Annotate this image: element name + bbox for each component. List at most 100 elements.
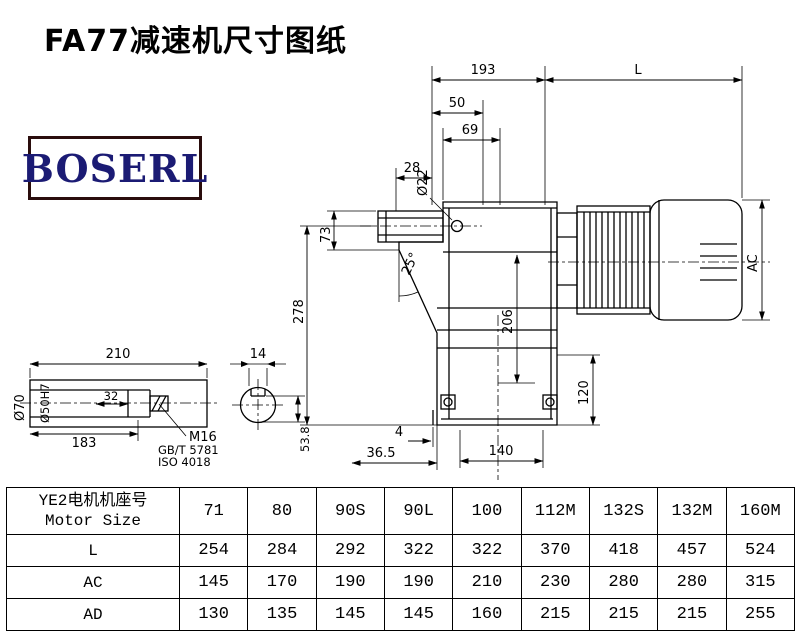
value-cell: 284: [247, 534, 317, 567]
size-col-90s: 90S: [315, 487, 385, 535]
dimension-L: L: [544, 63, 743, 198]
dim-dia70-label: Ø70: [13, 394, 28, 421]
boserl-logo-text: BOSERL: [21, 145, 209, 191]
size-col-160m: 160M: [725, 487, 796, 535]
motor-size-header-cn: YE2电机机座号: [38, 492, 148, 510]
value-cell: 524: [725, 534, 796, 567]
value-cell: 135: [247, 598, 317, 631]
value-cell: 145: [383, 598, 454, 631]
value-cell: 230: [520, 566, 590, 599]
value-cell: 210: [452, 566, 522, 599]
value-cell: 215: [520, 598, 590, 631]
dim-73-label: 73: [319, 226, 334, 243]
dim-36-5-label: 36.5: [367, 446, 396, 461]
value-cell: 322: [452, 534, 522, 567]
dim-69-label: 69: [462, 123, 479, 138]
value-cell: 215: [588, 598, 659, 631]
value-cell: 315: [725, 566, 796, 599]
dim-28-label: 28: [404, 161, 421, 176]
value-cell: 280: [657, 566, 727, 599]
dimension-28: 28: [395, 161, 433, 211]
dimension-193: 193: [431, 63, 546, 205]
dim-193-label: 193: [471, 63, 496, 78]
table-row-AC: AC 145 170 190 190 210 230 280 280 315: [6, 566, 796, 599]
dimension-183: 183: [29, 420, 139, 451]
dim-278-label: 278: [292, 299, 307, 324]
size-col-71: 71: [178, 487, 249, 535]
dim-4-label: 4: [395, 425, 403, 440]
dim-53-8-label: 53.8: [298, 426, 312, 452]
value-cell: 190: [383, 566, 454, 599]
dimension-dia50h7: Ø50H7: [38, 383, 52, 423]
dimension-36-5: 36.5: [351, 446, 438, 466]
table-header-row: YE2电机机座号 Motor Size 71 80 90S 90L 100 11…: [6, 487, 796, 535]
dimension-210: 210: [29, 347, 208, 378]
value-cell: 130: [178, 598, 249, 631]
value-cell: 292: [315, 534, 385, 567]
gearbox-housing: [377, 201, 558, 426]
motor-size-header-en: Motor Size: [44, 512, 141, 530]
dim-AC-label: AC: [746, 254, 761, 272]
dimension-120: 120: [557, 354, 600, 426]
size-col-80: 80: [247, 487, 317, 535]
dim-50-label: 50: [449, 96, 466, 111]
dim-25deg-label: 25°: [399, 250, 422, 277]
technical-drawing: 193 L 50 69 Ø22 28: [13, 63, 770, 480]
size-col-132m: 132M: [657, 487, 727, 535]
dim-L-label: L: [634, 63, 642, 78]
dim-120-label: 120: [577, 380, 592, 405]
value-cell: 370: [520, 534, 590, 567]
dim-dia50h7-label: Ø50H7: [38, 383, 52, 423]
motor-size-header-cell: YE2电机机座号 Motor Size: [6, 487, 180, 535]
row-label-AC: AC: [6, 566, 180, 599]
dim-32-label: 32: [104, 389, 119, 403]
value-cell: 418: [588, 534, 659, 567]
dimension-73: 73: [319, 210, 399, 251]
value-cell: 255: [725, 598, 796, 631]
dimension-AC: AC: [742, 199, 770, 321]
hollow-shaft-detail: [29, 379, 208, 428]
motor-size-table: YE2电机机座号 Motor Size 71 80 90S 90L 100 11…: [6, 487, 796, 631]
dimension-14: 14: [230, 347, 286, 386]
dimension-53-8: 53.8: [262, 395, 312, 452]
value-cell: 280: [588, 566, 659, 599]
dim-210-label: 210: [106, 347, 131, 362]
dimension-206: 206: [498, 254, 535, 384]
size-col-112m: 112M: [520, 487, 590, 535]
thread-callout: M16 GB/T 5781 ISO 4018: [158, 403, 219, 469]
size-col-132s: 132S: [588, 487, 659, 535]
row-label-AD: AD: [6, 598, 180, 631]
page-title: FA77减速机尺寸图纸: [44, 24, 348, 59]
value-cell: 254: [178, 534, 249, 567]
dim-140-label: 140: [489, 444, 514, 459]
value-cell: 170: [247, 566, 317, 599]
value-cell: 145: [178, 566, 249, 599]
dimension-278: 278: [292, 225, 437, 426]
value-cell: 215: [657, 598, 727, 631]
dimension-32: 32: [95, 389, 129, 407]
dimension-69: 69: [442, 123, 501, 205]
thread-m16-label: M16: [189, 430, 217, 445]
keyway-section-view: [239, 386, 277, 424]
size-col-100: 100: [452, 487, 522, 535]
value-cell: 145: [315, 598, 385, 631]
table-row-L: L 254 284 292 322 322 370 418 457 524: [6, 534, 796, 567]
value-cell: 190: [315, 566, 385, 599]
dimension-dia22: Ø22: [416, 169, 453, 221]
value-cell: 457: [657, 534, 727, 567]
size-col-90l: 90L: [383, 487, 454, 535]
dimension-50: 50: [431, 96, 484, 205]
dim-14-label: 14: [250, 347, 267, 362]
boserl-logo: BOSERL: [22, 136, 207, 200]
dimension-dia70: Ø70: [13, 394, 28, 421]
motor: [556, 199, 743, 321]
table-row-AD: AD 130 135 145 145 160 215 215 215 255: [6, 598, 796, 631]
thread-gb-label: GB/T 5781: [158, 443, 219, 457]
value-cell: 160: [452, 598, 522, 631]
centerlines: [20, 225, 770, 480]
dim-183-label: 183: [72, 436, 97, 451]
dimension-140: 140: [459, 430, 544, 468]
thread-iso-label: ISO 4018: [158, 455, 211, 469]
value-cell: 322: [383, 534, 454, 567]
